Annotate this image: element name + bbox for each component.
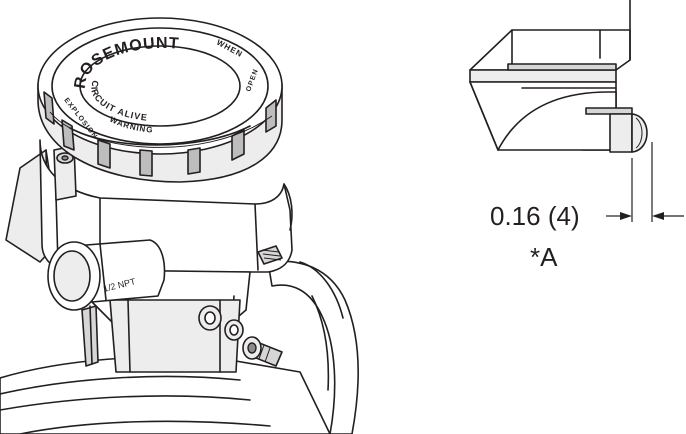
housing-cover-cap: [37, 17, 283, 183]
transmitter-assembly: 1/2 NPT: [0, 17, 359, 434]
mounting-flange: [267, 260, 359, 434]
dimension-callout: *A: [530, 242, 558, 272]
detail-view: 0.16 (4) *A: [469, 0, 684, 272]
dimension-value: 0.16 (4): [490, 201, 580, 231]
mounting-screw: [198, 305, 283, 367]
conduit-entry: 1/2 NPT: [47, 239, 166, 311]
ground-lug: [257, 245, 283, 265]
detail-dome-head: [631, 113, 648, 153]
